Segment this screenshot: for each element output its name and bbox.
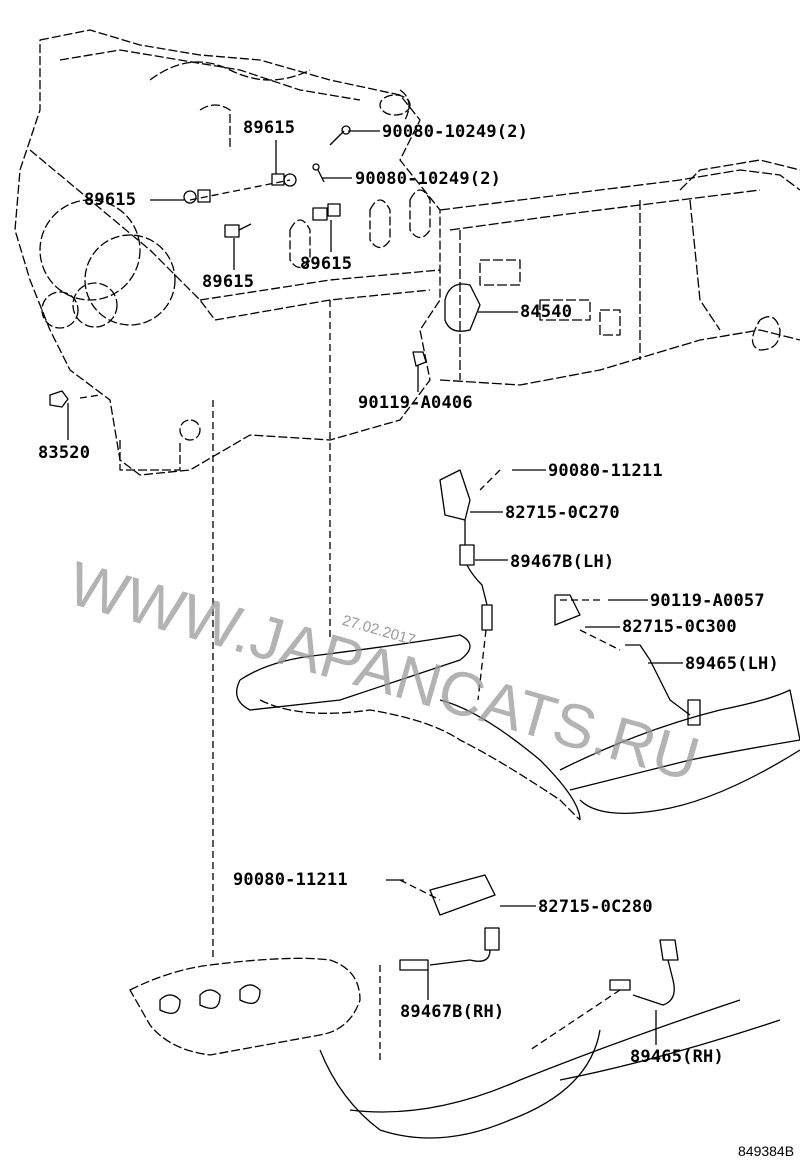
callout-89467b-lh[interactable]: 89467B(LH): [510, 552, 615, 572]
lh-exhaust-illustration: [236, 469, 800, 821]
callout-89615-bottom-right[interactable]: 89615: [300, 254, 353, 274]
transmission-illustration: [439, 159, 800, 386]
callout-83520[interactable]: 83520: [38, 443, 91, 463]
callout-89615-top[interactable]: 89615: [243, 118, 296, 138]
callout-84540[interactable]: 84540: [520, 302, 573, 322]
callout-89615-left[interactable]: 89615: [84, 190, 137, 210]
callout-89465-lh[interactable]: 89465(LH): [685, 654, 779, 674]
engine-illustration: [14, 29, 441, 476]
callout-90119-a0057[interactable]: 90119-A0057: [650, 591, 765, 611]
callout-90080-11211-rh[interactable]: 90080-11211: [233, 870, 348, 890]
sensor-parts: [49, 125, 481, 408]
callout-89465-rh[interactable]: 89465(RH): [630, 1047, 724, 1067]
callout-90080-10249-lower[interactable]: 90080-10249(2): [355, 169, 502, 189]
rh-exhaust-illustration: [129, 874, 781, 1139]
callout-89615-bottom-left[interactable]: 89615: [202, 272, 255, 292]
callout-90080-11211-lh[interactable]: 90080-11211: [548, 461, 663, 481]
diagram-code: 849384B: [738, 1143, 795, 1159]
callout-89467b-rh[interactable]: 89467B(RH): [400, 1002, 505, 1022]
callout-82715-0c270[interactable]: 82715-0C270: [505, 503, 620, 523]
callout-82715-0c280[interactable]: 82715-0C280: [538, 897, 653, 917]
callout-90080-10249-upper[interactable]: 90080-10249(2): [382, 122, 529, 142]
leader-lines: [67, 130, 683, 1045]
callout-90119-a0406[interactable]: 90119-A0406: [358, 393, 473, 413]
callout-82715-0c300[interactable]: 82715-0C300: [622, 617, 737, 637]
